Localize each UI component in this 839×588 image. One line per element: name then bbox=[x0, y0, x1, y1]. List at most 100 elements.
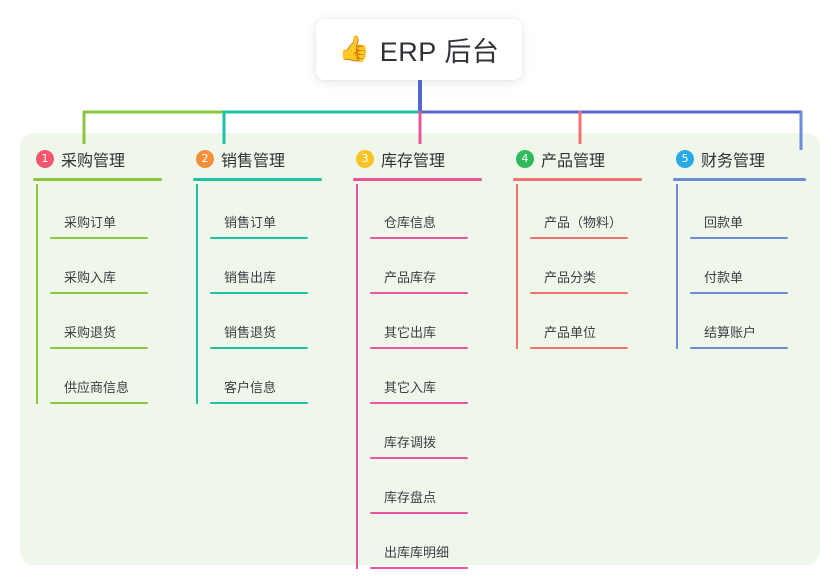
branch-item-label: 采购订单 bbox=[64, 215, 117, 230]
branch-item-underline bbox=[370, 237, 468, 239]
branch-item[interactable]: 供应商信息 bbox=[50, 349, 180, 404]
branch-number-badge: 1 bbox=[36, 150, 54, 168]
branch-item[interactable]: 产品单位 bbox=[530, 294, 660, 349]
branch-item-label: 其它出库 bbox=[384, 325, 437, 340]
branch-item[interactable]: 采购退货 bbox=[50, 294, 180, 349]
branch-item-underline bbox=[530, 347, 628, 349]
branch-underline bbox=[33, 178, 162, 181]
branch-item-underline bbox=[210, 402, 308, 404]
branch-item-underline bbox=[370, 347, 468, 349]
branch-spine bbox=[516, 184, 518, 349]
root-title-card[interactable]: 👍 ERP 后台 bbox=[316, 19, 522, 80]
branch-item-underline bbox=[50, 237, 148, 239]
branch-item-list: 产品（物料） 产品分类产品单位 bbox=[516, 184, 660, 349]
branch-number-badge: 3 bbox=[356, 150, 374, 168]
branch-item[interactable]: 回款单 bbox=[690, 184, 820, 239]
branch-item-label: 仓库信息 bbox=[384, 215, 437, 230]
branch-item-underline bbox=[210, 347, 308, 349]
branch-item-label: 回款单 bbox=[704, 215, 744, 230]
branch-number-badge: 2 bbox=[196, 150, 214, 168]
branch-item-label: 产品单位 bbox=[544, 325, 597, 340]
branch-item-label: 付款单 bbox=[704, 270, 744, 285]
branch-item-label: 库存调拨 bbox=[384, 435, 437, 450]
branch-item-underline bbox=[370, 512, 468, 514]
branch-item[interactable]: 采购入库 bbox=[50, 239, 180, 294]
branch-item-underline bbox=[50, 347, 148, 349]
branch-item-list: 销售订单销售出库销售退货客户信息 bbox=[196, 184, 340, 404]
branch-underline bbox=[193, 178, 322, 181]
branch-header-2[interactable]: 2 销售管理 bbox=[196, 146, 340, 172]
branch-item-underline bbox=[530, 237, 628, 239]
branch-item[interactable]: 付款单 bbox=[690, 239, 820, 294]
branch-spine bbox=[676, 184, 678, 349]
branch-title: 库存管理 bbox=[381, 153, 446, 170]
branch-spine bbox=[356, 184, 358, 569]
branch-spine bbox=[36, 184, 38, 404]
branch-item-list: 采购订单采购入库采购退货供应商信息 bbox=[36, 184, 180, 404]
branch-item-underline bbox=[690, 237, 788, 239]
branch-item-underline bbox=[690, 292, 788, 294]
branch-item-underline bbox=[50, 292, 148, 294]
branch-item-label: 库存盘点 bbox=[384, 490, 437, 505]
branch-item-list: 仓库信息产品库存其它出库其它入库库存调拨库存盘点出库库明细 bbox=[356, 184, 500, 569]
branch-item-underline bbox=[690, 347, 788, 349]
branch-header-3[interactable]: 3 库存管理 bbox=[356, 146, 500, 172]
branch-number-badge: 4 bbox=[516, 150, 534, 168]
branch-header-4[interactable]: 4 产品管理 bbox=[516, 146, 660, 172]
branch-item[interactable]: 仓库信息 bbox=[370, 184, 500, 239]
branch-item-label: 产品库存 bbox=[384, 270, 437, 285]
branch-item-underline bbox=[370, 402, 468, 404]
branch-item[interactable]: 产品分类 bbox=[530, 239, 660, 294]
branch-columns: 1 采购管理采购订单采购入库采购退货供应商信息 2 销售管理销售订单销售出库销售退货客… bbox=[20, 133, 820, 569]
branch-column-1: 1 采购管理采购订单采购入库采购退货供应商信息 bbox=[20, 133, 180, 565]
branch-item-underline bbox=[370, 292, 468, 294]
branch-item[interactable]: 库存调拨 bbox=[370, 404, 500, 459]
branch-title: 财务管理 bbox=[701, 153, 766, 170]
branch-item[interactable]: 其它出库 bbox=[370, 294, 500, 349]
branch-item-label: 出库库明细 bbox=[384, 545, 450, 560]
branch-item[interactable]: 销售退货 bbox=[210, 294, 340, 349]
branch-item-underline bbox=[370, 567, 468, 569]
branch-item-list: 回款单付款单结算账户 bbox=[676, 184, 820, 349]
branch-number-badge: 5 bbox=[676, 150, 694, 168]
branch-item[interactable]: 出库库明细 bbox=[370, 514, 500, 569]
branch-item[interactable]: 采购订单 bbox=[50, 184, 180, 239]
branch-column-3: 3 库存管理仓库信息产品库存其它出库其它入库库存调拨库存盘点出库库明细 bbox=[340, 133, 500, 569]
branch-underline bbox=[353, 178, 482, 181]
branch-item-label: 产品分类 bbox=[544, 270, 597, 285]
branch-item[interactable]: 客户信息 bbox=[210, 349, 340, 404]
branch-title: 采购管理 bbox=[61, 153, 126, 170]
branch-item[interactable]: 销售出库 bbox=[210, 239, 340, 294]
branch-item-underline bbox=[50, 402, 148, 404]
branch-item-underline bbox=[530, 292, 628, 294]
branch-header-5[interactable]: 5 财务管理 bbox=[676, 146, 820, 172]
branch-item-label: 销售订单 bbox=[224, 215, 277, 230]
thumbs-up-icon: 👍 bbox=[338, 35, 370, 63]
branch-column-4: 4 产品管理产品（物料） 产品分类产品单位 bbox=[500, 133, 660, 565]
branch-underline bbox=[673, 178, 806, 181]
branch-item-label: 产品（物料） bbox=[544, 215, 623, 230]
branch-item-label: 供应商信息 bbox=[64, 380, 130, 395]
branch-item[interactable]: 销售订单 bbox=[210, 184, 340, 239]
branch-column-2: 2 销售管理销售订单销售出库销售退货客户信息 bbox=[180, 133, 340, 565]
branch-item[interactable]: 其它入库 bbox=[370, 349, 500, 404]
branch-item-label: 销售出库 bbox=[224, 270, 277, 285]
branch-item[interactable]: 产品库存 bbox=[370, 239, 500, 294]
branch-item-label: 采购入库 bbox=[64, 270, 117, 285]
branch-item[interactable]: 产品（物料） bbox=[530, 184, 660, 239]
branch-item-label: 结算账户 bbox=[704, 325, 757, 340]
branch-header-1[interactable]: 1 采购管理 bbox=[36, 146, 180, 172]
branch-item-label: 销售退货 bbox=[224, 325, 277, 340]
branch-item-underline bbox=[210, 237, 308, 239]
branch-item[interactable]: 库存盘点 bbox=[370, 459, 500, 514]
branch-item-underline bbox=[370, 457, 468, 459]
branch-title: 销售管理 bbox=[221, 153, 286, 170]
branch-spine bbox=[196, 184, 198, 404]
branch-item-label: 客户信息 bbox=[224, 380, 277, 395]
diagram-background-panel bbox=[20, 133, 820, 565]
branch-title: 产品管理 bbox=[541, 153, 606, 170]
branch-item-underline bbox=[210, 292, 308, 294]
branch-item[interactable]: 结算账户 bbox=[690, 294, 820, 349]
branch-underline bbox=[513, 178, 642, 181]
